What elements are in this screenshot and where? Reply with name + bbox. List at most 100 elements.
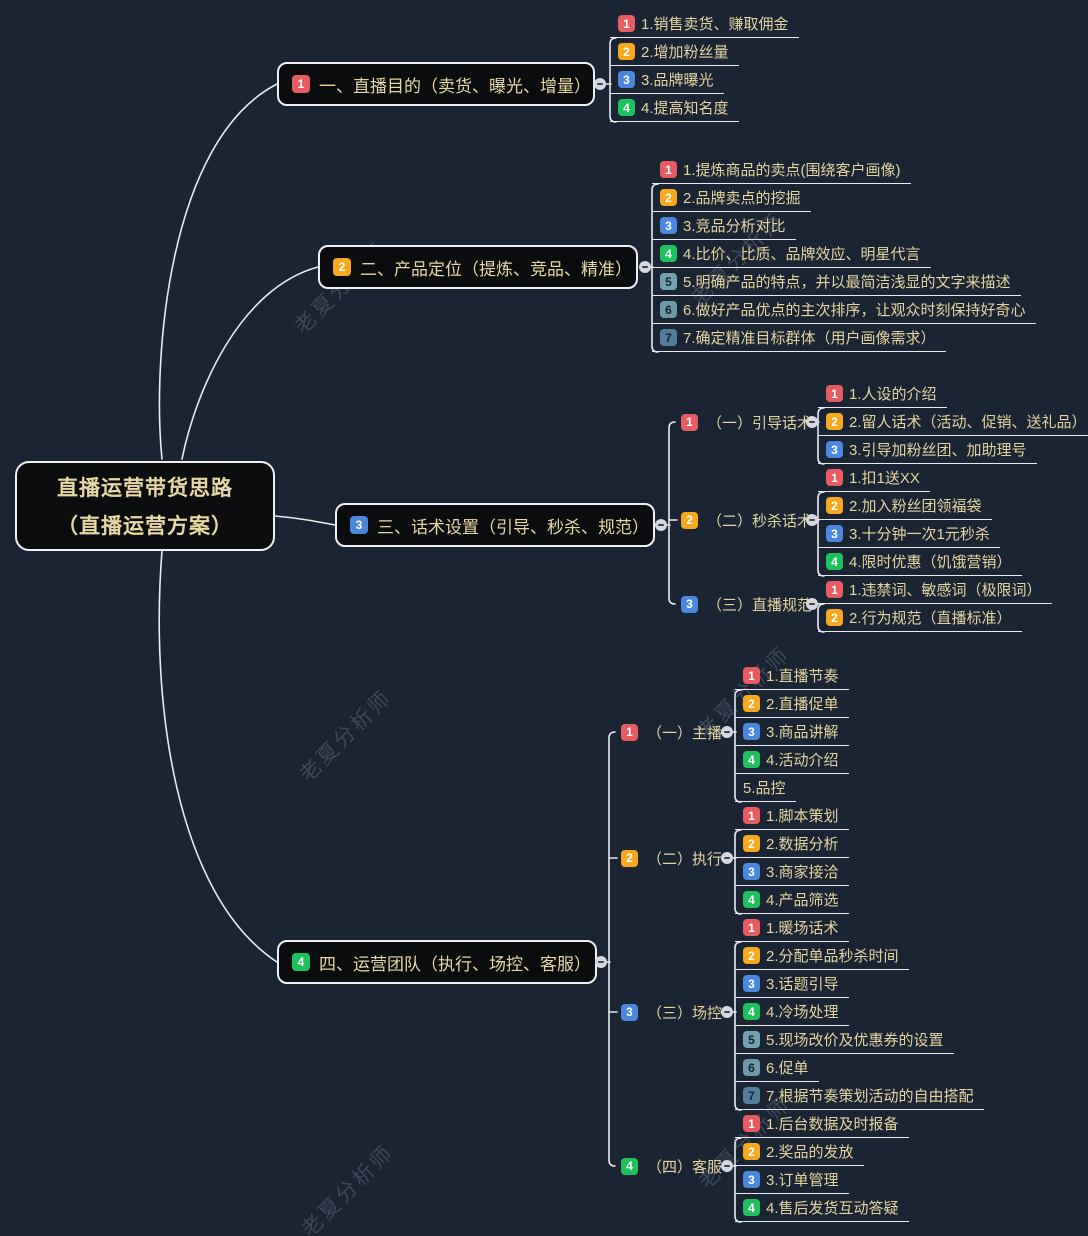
leaf-label: 1.脚本策划 bbox=[766, 808, 839, 825]
badge-2-icon: 2 bbox=[743, 1143, 760, 1160]
sub-branch-label: （三）场控 bbox=[647, 1004, 723, 1022]
collapse-button[interactable] bbox=[721, 726, 733, 738]
collapse-button[interactable] bbox=[639, 261, 651, 273]
sub-branch-node[interactable]: 2（二）执行 bbox=[621, 844, 722, 872]
sub-branch-node[interactable]: 4（四）客服 bbox=[621, 1152, 722, 1180]
collapse-button[interactable] bbox=[806, 416, 818, 428]
sub-branch-node[interactable]: 3（三）直播规范 bbox=[681, 590, 812, 618]
badge-1-icon: 1 bbox=[826, 385, 843, 402]
leaf-node[interactable]: 5.品控 bbox=[735, 774, 796, 802]
collapse-button[interactable] bbox=[594, 78, 606, 90]
leaf-label: 3.品牌曝光 bbox=[641, 72, 714, 89]
badge-4-icon: 4 bbox=[743, 1003, 760, 1020]
collapse-button[interactable] bbox=[721, 1160, 733, 1172]
badge-5-icon: 5 bbox=[660, 273, 677, 290]
leaf-label: 4.限时优惠（饥饿营销） bbox=[849, 554, 1012, 571]
collapse-button[interactable] bbox=[655, 519, 667, 531]
leaf-node[interactable]: 1 1.脚本策划 bbox=[735, 802, 849, 830]
leaf-node[interactable]: 1 1.人设的介绍 bbox=[818, 380, 947, 408]
root-node[interactable]: 直播运营带货思路 （直播运营方案） bbox=[15, 461, 275, 551]
collapse-button[interactable] bbox=[806, 598, 818, 610]
leaf-node[interactable]: 2 2.直播促单 bbox=[735, 690, 849, 718]
badge-1-icon: 1 bbox=[621, 723, 638, 741]
sub-branch-node[interactable]: 2（二）秒杀话术 bbox=[681, 506, 812, 534]
leaf-label: 1.暖场话术 bbox=[766, 920, 839, 937]
leaf-label: 1.人设的介绍 bbox=[849, 386, 937, 403]
badge-2-icon: 2 bbox=[743, 695, 760, 712]
collapse-button[interactable] bbox=[806, 514, 818, 526]
leaf-label: 4.比价、比质、品牌效应、明星代言 bbox=[683, 246, 921, 263]
badge-3-icon: 3 bbox=[743, 863, 760, 880]
badge-2-icon: 2 bbox=[826, 609, 843, 626]
badge-1-icon: 1 bbox=[743, 1115, 760, 1132]
branch-label: 四、运营团队（执行、场控、客服） bbox=[319, 954, 591, 974]
badge-4-icon: 4 bbox=[292, 953, 310, 971]
connector-path bbox=[608, 731, 616, 1167]
leaf-label: 1.违禁词、敏感词（极限词） bbox=[849, 582, 1042, 599]
sub-branch-label: （三）直播规范 bbox=[707, 596, 813, 614]
leaf-label: 2.直播促单 bbox=[766, 696, 839, 713]
leaf-node[interactable]: 6 6.做好产品优点的主次排序，让观众时刻保持好奇心 bbox=[652, 296, 1036, 324]
leaf-label: 3.商家接洽 bbox=[766, 864, 839, 881]
badge-1-icon: 1 bbox=[743, 807, 760, 824]
leaf-label: 6.做好产品优点的主次排序，让观众时刻保持好奇心 bbox=[683, 302, 1026, 319]
badge-6-icon: 6 bbox=[660, 301, 677, 318]
branch-label: 二、产品定位（提炼、竞品、精准） bbox=[360, 259, 632, 279]
sub-branch-label: （一）主播 bbox=[647, 724, 723, 742]
collapse-button[interactable] bbox=[595, 956, 607, 968]
badge-1-icon: 1 bbox=[826, 581, 843, 598]
root-title-line2: （直播运营方案） bbox=[57, 515, 233, 538]
leaf-node[interactable]: 3 3.商家接洽 bbox=[735, 858, 849, 886]
branch-node[interactable]: 3 三、话术设置（引导、秒杀、规范） bbox=[335, 503, 655, 547]
badge-4-icon: 4 bbox=[621, 1157, 638, 1175]
leaf-label: 3.竞品分析对比 bbox=[683, 218, 786, 235]
collapse-button[interactable] bbox=[721, 852, 733, 864]
sub-branch-node[interactable]: 3（三）场控 bbox=[621, 998, 722, 1026]
branch-label: 三、话术设置（引导、秒杀、规范） bbox=[377, 517, 649, 537]
sub-branch-node[interactable]: 1 （一）主播 bbox=[621, 718, 722, 746]
badge-3-icon: 3 bbox=[350, 516, 368, 534]
badge-2-icon: 2 bbox=[681, 511, 698, 529]
sub-branch-node[interactable]: 1（一）引导话术 bbox=[681, 408, 812, 436]
leaf-node[interactable]: 1 1.违禁词、敏感词（极限词） bbox=[818, 576, 1052, 604]
badge-1-icon: 1 bbox=[292, 75, 310, 93]
branch-node[interactable]: 4 四、运营团队（执行、场控、客服） bbox=[277, 940, 597, 984]
leaf-label: 2.品牌卖点的挖掘 bbox=[683, 190, 801, 207]
collapse-button[interactable] bbox=[721, 1006, 733, 1018]
